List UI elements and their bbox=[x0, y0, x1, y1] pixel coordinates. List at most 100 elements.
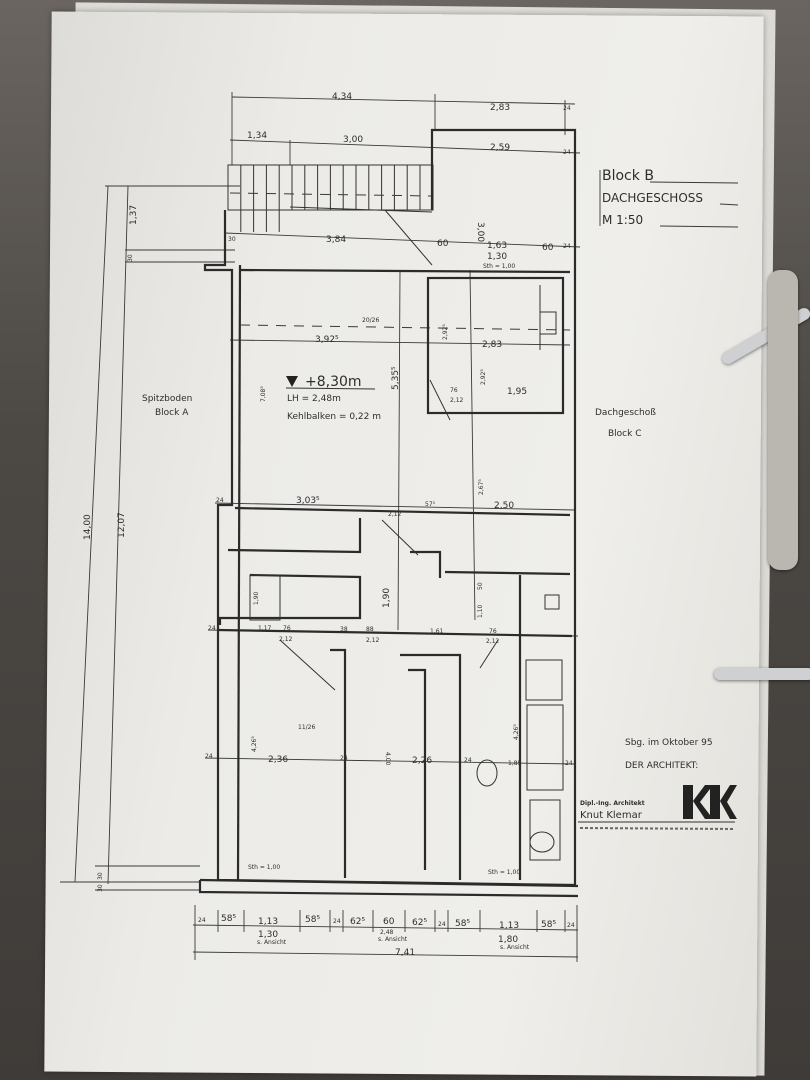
dim-label: 24 bbox=[464, 757, 472, 764]
place-date: Sbg. im Oktober 95 bbox=[625, 738, 713, 748]
dim-label: 30 bbox=[127, 254, 134, 262]
dim-label: 7,08⁵ bbox=[260, 386, 267, 402]
dim-label: 5,35⁵ bbox=[391, 366, 401, 390]
level-label: +8,30m bbox=[305, 374, 362, 390]
area-label-block-c: Block C bbox=[608, 429, 642, 439]
dim-label: s. Ansicht bbox=[500, 944, 530, 951]
dim-label: 1,61 bbox=[430, 628, 444, 635]
dim-label: s. Ansicht bbox=[378, 936, 408, 943]
dim-label: 1,90 bbox=[253, 591, 260, 605]
title-block-name: Block B bbox=[602, 168, 654, 184]
dim-label: 3,00 bbox=[475, 222, 485, 242]
dim-label: 24 bbox=[198, 917, 206, 924]
collar-beam-label: Kehlbalken = 0,22 m bbox=[287, 412, 381, 422]
dim-label: 58⁵ bbox=[221, 914, 236, 924]
dim-label: 2,12 bbox=[450, 397, 464, 404]
dim-label: 2,36 bbox=[268, 755, 288, 765]
dim-label: 2,12 bbox=[366, 637, 380, 644]
dim-label: 4,00 bbox=[384, 752, 391, 766]
dim-label: 88 bbox=[366, 626, 374, 633]
dim-label: 76 bbox=[450, 387, 458, 394]
dim-label: 24 bbox=[563, 105, 571, 112]
dim-label: 4,34 bbox=[332, 92, 352, 102]
dim-label: 2,50 bbox=[494, 501, 514, 511]
dim-label: 1,17 bbox=[258, 625, 272, 632]
dim-label: 3,03⁵ bbox=[296, 496, 320, 506]
dim-label: Sth = 1,00 bbox=[248, 864, 280, 871]
dim-label: 14,00 bbox=[83, 514, 93, 540]
dim-label: 60 bbox=[383, 917, 395, 927]
area-label-dachgeschoss: Dachgeschoß bbox=[595, 408, 656, 418]
dim-label: 1,13 bbox=[499, 921, 519, 931]
dim-label: 3,00 bbox=[343, 135, 363, 145]
dim-label: 4,26⁵ bbox=[513, 724, 520, 740]
architect-logo bbox=[683, 785, 737, 819]
dimension-labels-left: 14,00 12,07 1,37 30 30 30 24 24 24 bbox=[83, 205, 224, 892]
dim-label: 2,26 bbox=[412, 756, 432, 766]
dim-label: 57⁵ bbox=[425, 501, 436, 508]
title-scale: M 1:50 bbox=[602, 213, 643, 227]
dim-label: 2,92⁵ bbox=[480, 369, 487, 385]
stair-upper bbox=[227, 164, 434, 266]
dim-label: 20/26 bbox=[362, 317, 379, 324]
title-floor: DACHGESCHOSS bbox=[602, 191, 703, 205]
walls bbox=[198, 128, 579, 898]
architect-signature: Sbg. im Oktober 95 DER ARCHITEKT: Dipl.-… bbox=[578, 738, 737, 830]
dim-label: 2,67⁵ bbox=[478, 479, 485, 495]
area-label-block-a: Block A bbox=[155, 408, 189, 418]
dim-label: 3,84 bbox=[326, 235, 346, 245]
dimension-labels-top: 4,34 2,83 24 1,34 3,00 2,59 24 3,84 60 1… bbox=[228, 92, 571, 270]
dimension-lines bbox=[60, 92, 581, 962]
dim-label: 24 bbox=[208, 625, 216, 632]
dim-label: 1,80 bbox=[498, 935, 518, 945]
dim-label: 24 bbox=[340, 755, 348, 762]
dim-label: 3,92⁵ bbox=[315, 335, 339, 345]
dim-label: 38 bbox=[340, 626, 348, 633]
dim-label: 76 bbox=[283, 625, 291, 632]
dim-label: 24 bbox=[563, 243, 571, 250]
dim-label: Sth = 1,00 bbox=[483, 263, 515, 270]
dimension-labels-bottom: 24 58⁵ 1,13 58⁵ 24 62⁵ 60 62⁵ 24 58⁵ 1,1… bbox=[198, 914, 575, 958]
dim-label: 1,95 bbox=[507, 387, 527, 397]
dim-label: 2,83 bbox=[490, 103, 510, 113]
dim-label: 2,59 bbox=[490, 143, 510, 153]
dim-label: s. Ansicht bbox=[257, 939, 287, 946]
dim-label: 4,26⁵ bbox=[251, 736, 258, 752]
dim-label: 62⁵ bbox=[350, 917, 365, 927]
level-marker-icon bbox=[286, 376, 298, 387]
area-labels: Spitzboden Block A Dachgeschoß Block C +… bbox=[142, 374, 656, 439]
dim-label: 30 bbox=[97, 872, 104, 880]
dim-label: 1,90 bbox=[382, 588, 392, 608]
dim-label: 58⁵ bbox=[455, 919, 470, 929]
dim-label: 24 bbox=[567, 922, 575, 929]
dim-label: 2,12 bbox=[486, 638, 500, 645]
stamp-title: Dipl.-Ing. Architekt bbox=[580, 800, 645, 807]
dim-label: Sth = 1,00 bbox=[488, 869, 520, 876]
dim-label: 24 bbox=[333, 918, 341, 925]
dim-label: 60 bbox=[542, 243, 554, 253]
dim-label: 24 bbox=[565, 760, 573, 767]
dim-label: 76 bbox=[489, 628, 497, 635]
dim-label: 2,12 bbox=[388, 511, 402, 518]
binder-mechanism bbox=[768, 270, 798, 570]
dim-label: 30 bbox=[97, 884, 104, 892]
dim-label: 24 bbox=[563, 149, 571, 156]
dim-label: 1,30 bbox=[258, 930, 278, 940]
dim-label: 24 bbox=[216, 497, 224, 504]
dim-label: 1,37 bbox=[129, 205, 139, 225]
architect-label: DER ARCHITEKT: bbox=[625, 761, 698, 771]
dim-label: 2,48 bbox=[380, 929, 394, 936]
dim-label: 24 bbox=[438, 921, 446, 928]
area-label-spitzboden: Spitzboden bbox=[142, 394, 192, 404]
dim-label: 2,92⁵ bbox=[442, 324, 449, 340]
dim-label: 1,10 bbox=[477, 604, 484, 618]
dim-label: 58⁵ bbox=[541, 920, 556, 930]
dim-label: 62⁵ bbox=[412, 918, 427, 928]
dim-label: 30 bbox=[228, 236, 236, 243]
dim-label: 2,83 bbox=[482, 340, 502, 350]
dim-label: 1,63 bbox=[487, 241, 507, 251]
dim-label: 58⁵ bbox=[305, 915, 320, 925]
dimension-labels-middle: 3,92⁵ 20/26 2,83 5,35⁵ 2,92⁵ 2,92⁵ 76 2,… bbox=[248, 317, 573, 876]
dim-label: 1,85 bbox=[508, 760, 522, 767]
